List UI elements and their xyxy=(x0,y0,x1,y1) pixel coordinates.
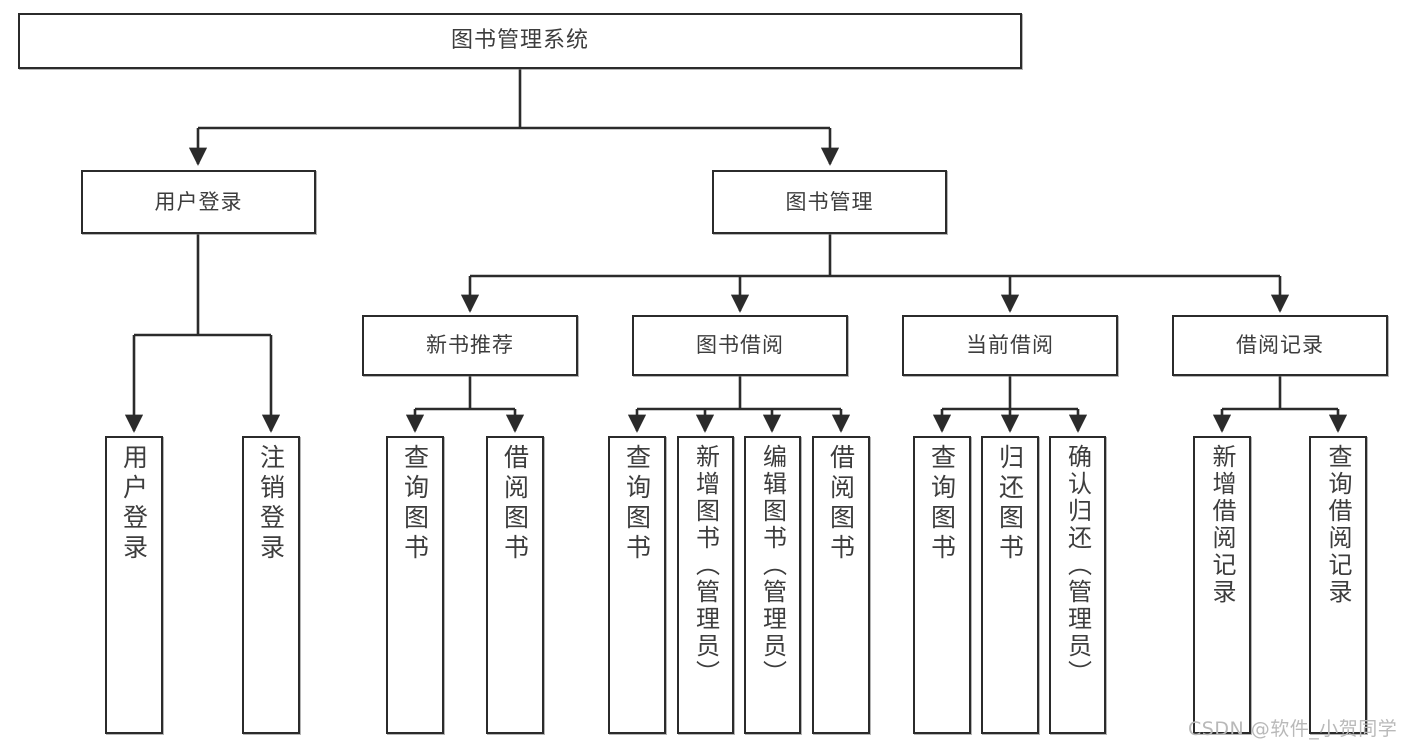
node-book-management-label: 图书管理 xyxy=(785,189,874,214)
node-user-login-label: 用户登录 xyxy=(154,189,243,214)
node-current-borrow-label: 当前借阅 xyxy=(966,333,1054,358)
leaf-label: 确认归还（管理员） xyxy=(1063,444,1092,687)
node-root[interactable]: 图书管理系统 xyxy=(18,13,1022,69)
node-borrow-record-label: 借阅记录 xyxy=(1236,333,1324,358)
node-new-book-recommend-label: 新书推荐 xyxy=(426,333,514,358)
leaf-book-borrow-edit[interactable]: 编辑图书（管理员） xyxy=(744,436,801,734)
leaf-label: 查询图书 xyxy=(622,444,652,564)
leaf-label: 查询借阅记录 xyxy=(1324,444,1352,606)
leaf-borrow-record-add[interactable]: 新增借阅记录 xyxy=(1193,436,1251,734)
node-new-book-recommend[interactable]: 新书推荐 xyxy=(362,315,578,376)
leaf-label: 归还图书 xyxy=(995,444,1025,564)
leaf-label: 新增图书（管理员） xyxy=(691,444,720,687)
leaf-label: 编辑图书（管理员） xyxy=(758,444,787,687)
node-book-borrow[interactable]: 图书借阅 xyxy=(632,315,848,376)
leaf-new-book-query[interactable]: 查询图书 xyxy=(386,436,444,734)
leaf-label: 注销登录 xyxy=(256,444,286,564)
leaf-new-book-borrow[interactable]: 借阅图书 xyxy=(486,436,544,734)
leaf-label: 查询图书 xyxy=(927,444,957,564)
node-current-borrow[interactable]: 当前借阅 xyxy=(902,315,1118,376)
node-root-label: 图书管理系统 xyxy=(450,28,589,54)
leaf-user-login-signout[interactable]: 注销登录 xyxy=(242,436,300,734)
leaf-label: 查询图书 xyxy=(400,444,430,564)
leaf-label: 用户登录 xyxy=(119,444,149,564)
leaf-book-borrow-lend[interactable]: 借阅图书 xyxy=(812,436,870,734)
leaf-current-borrow-query[interactable]: 查询图书 xyxy=(913,436,971,734)
node-user-login[interactable]: 用户登录 xyxy=(81,170,316,234)
leaf-label: 新增借阅记录 xyxy=(1208,444,1236,606)
node-book-management[interactable]: 图书管理 xyxy=(712,170,947,234)
node-borrow-record[interactable]: 借阅记录 xyxy=(1172,315,1388,376)
leaf-book-borrow-query[interactable]: 查询图书 xyxy=(608,436,666,734)
leaf-borrow-record-query[interactable]: 查询借阅记录 xyxy=(1309,436,1367,734)
leaf-user-login-signin[interactable]: 用户登录 xyxy=(105,436,163,734)
leaf-label: 借阅图书 xyxy=(826,444,856,564)
leaf-current-borrow-confirm-return[interactable]: 确认归还（管理员） xyxy=(1049,436,1106,734)
leaf-current-borrow-return[interactable]: 归还图书 xyxy=(981,436,1039,734)
leaf-book-borrow-add[interactable]: 新增图书（管理员） xyxy=(677,436,734,734)
leaf-label: 借阅图书 xyxy=(500,444,530,564)
node-book-borrow-label: 图书借阅 xyxy=(696,333,784,358)
watermark-text: CSDN @软件_小贺同学 xyxy=(1188,718,1398,740)
